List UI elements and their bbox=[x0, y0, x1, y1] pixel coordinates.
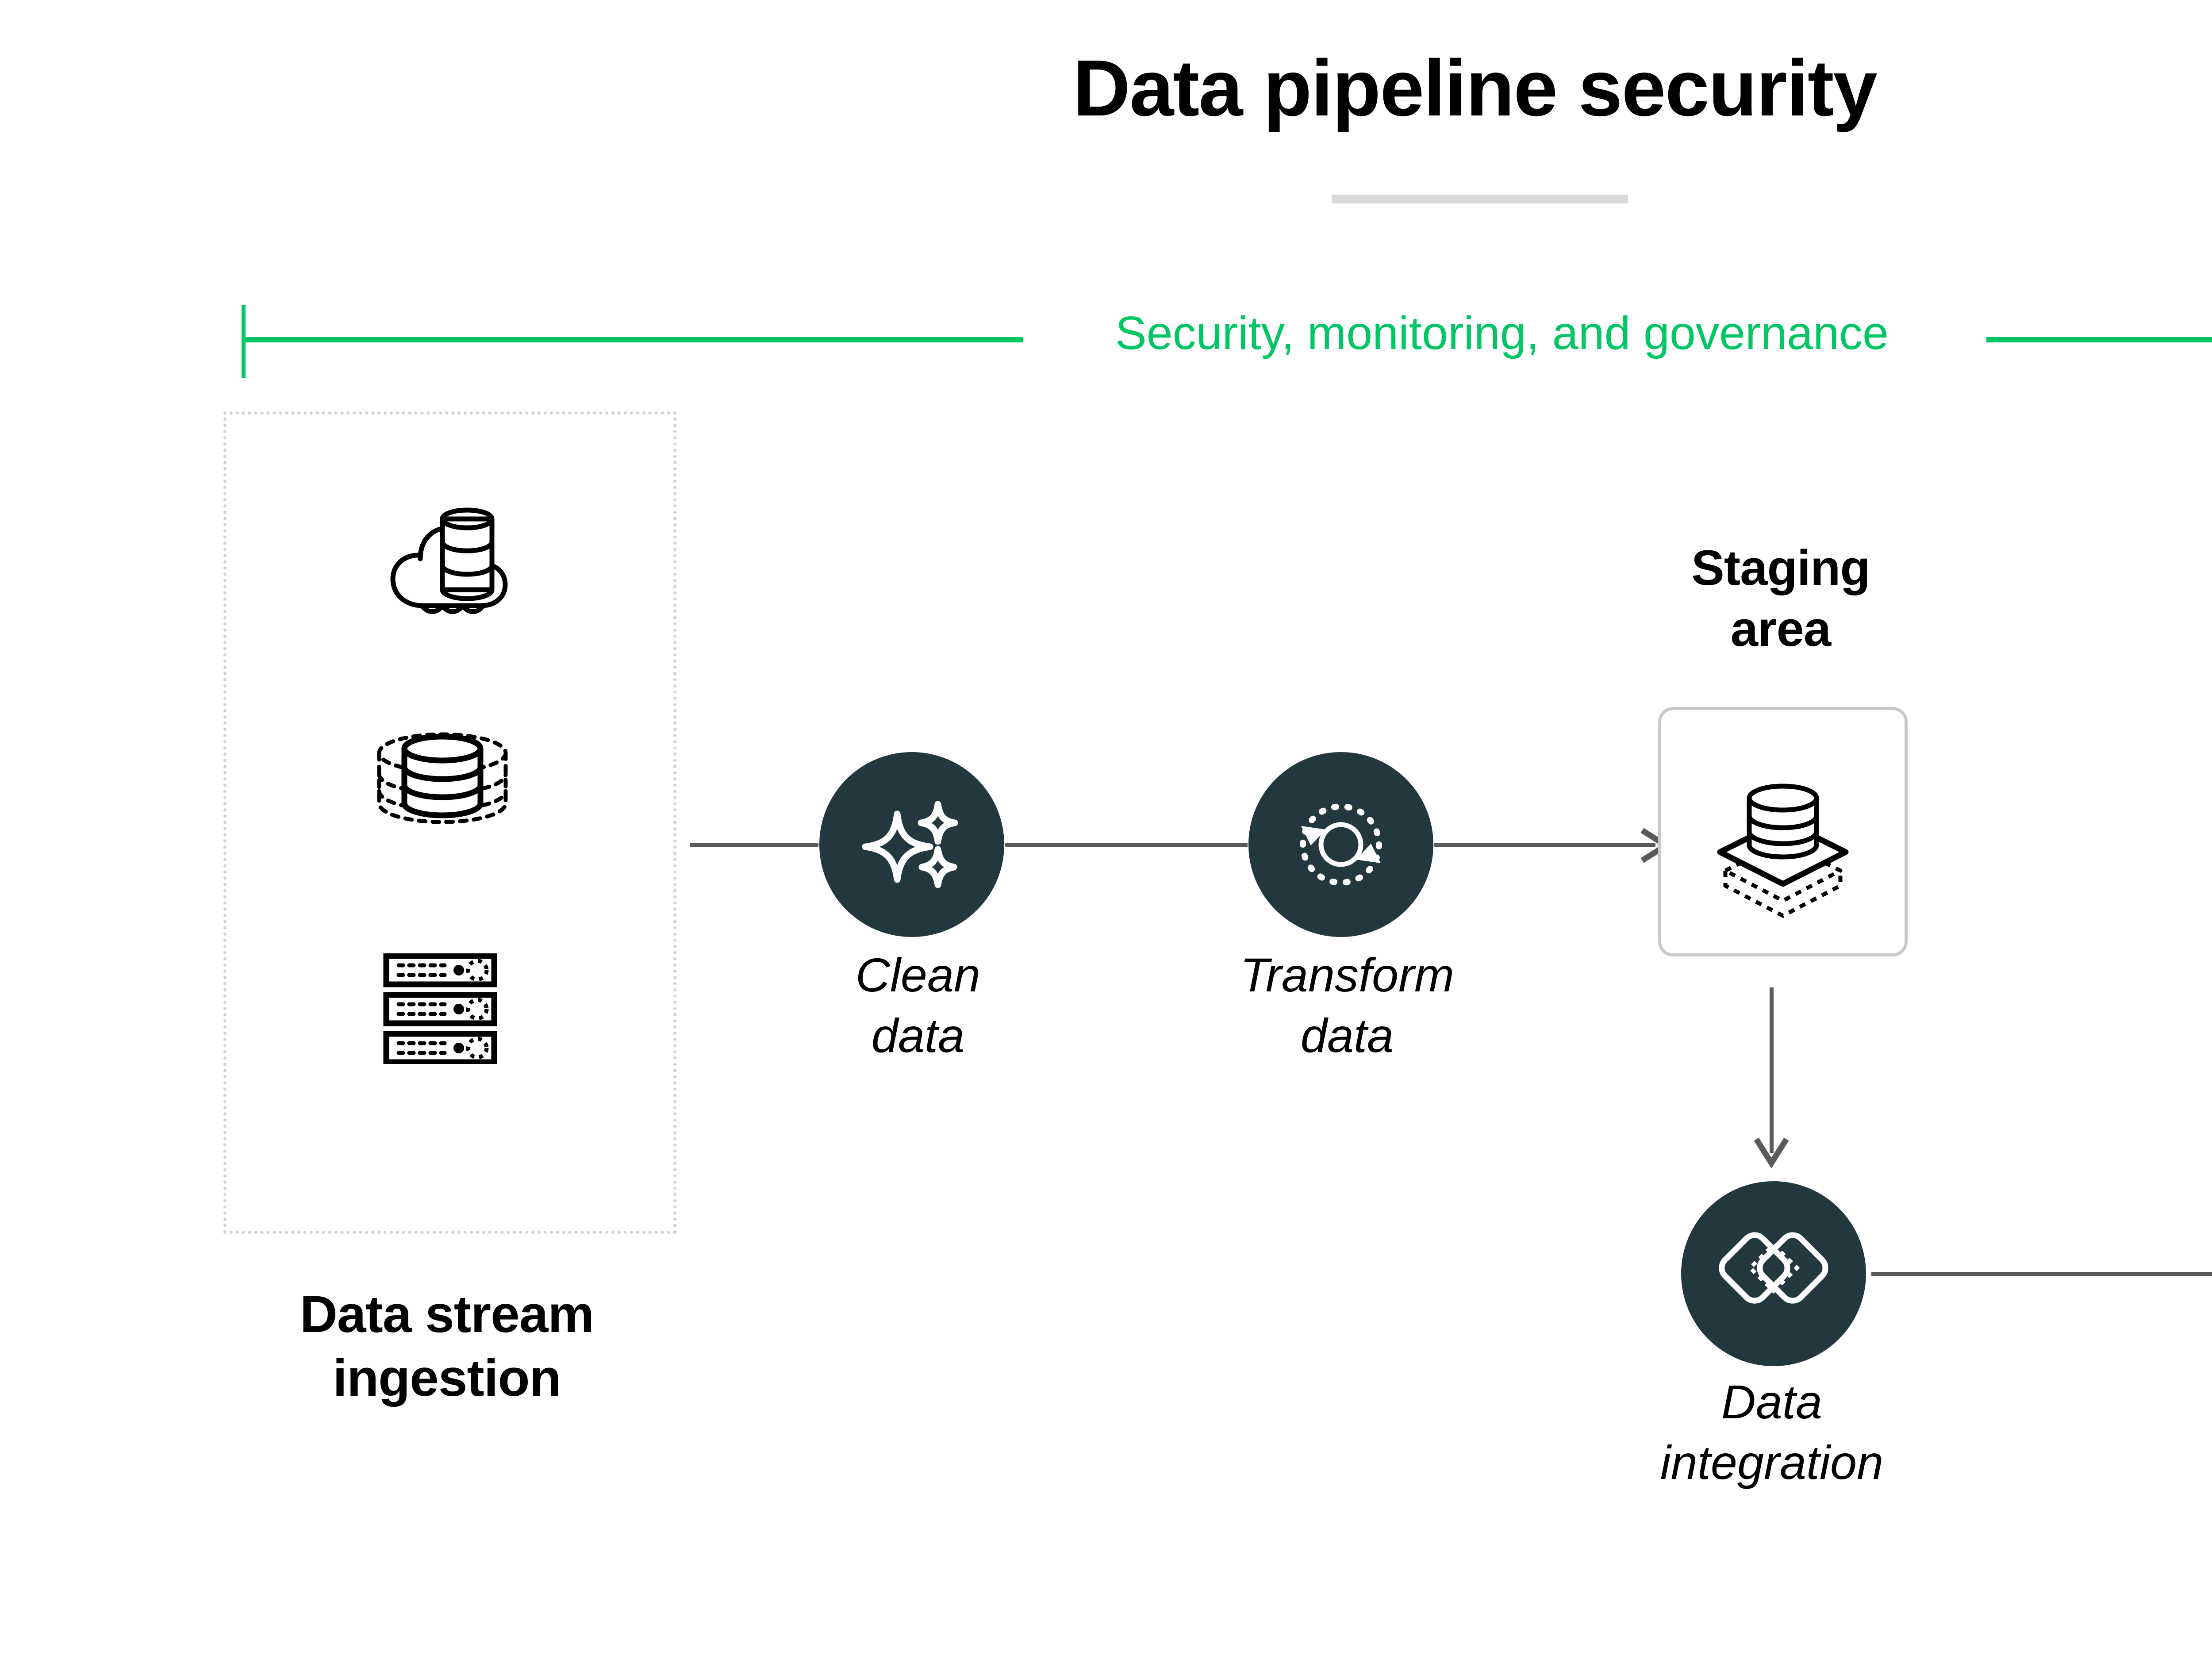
refresh-cycle-icon bbox=[1300, 803, 1382, 886]
arrow-staging-to-integration bbox=[1754, 987, 1789, 1169]
arrow-integration-to-storage bbox=[1871, 1272, 2212, 1276]
clean-data-node[interactable] bbox=[819, 752, 1004, 937]
clean-data-label: Clean data bbox=[664, 945, 1172, 1066]
ingestion-label-line1: Data stream bbox=[300, 1285, 595, 1344]
sparkles-icon bbox=[862, 801, 958, 888]
governance-bracket-right-line bbox=[1986, 337, 2212, 342]
server-rack-icon bbox=[383, 953, 497, 1064]
replicated-database-icon bbox=[377, 732, 508, 824]
data-integration-label: Data integration bbox=[1517, 1371, 2026, 1493]
governance-label: Security, monitoring, and governance bbox=[1115, 307, 1889, 359]
staging-area-panel[interactable] bbox=[1658, 707, 1908, 956]
arrow-ingestion-to-clean bbox=[690, 843, 818, 847]
transform-data-node[interactable] bbox=[1248, 752, 1433, 937]
clean-label-line1: Clean bbox=[855, 948, 981, 1002]
governance-bracket-left-line bbox=[244, 337, 1023, 342]
governance-bracket-left-cap bbox=[242, 305, 246, 378]
data-stream-ingestion-container bbox=[223, 411, 676, 1234]
page-title: Data pipeline security bbox=[1073, 44, 1878, 133]
transform-data-label: Transform data bbox=[1093, 945, 1601, 1066]
transform-label-line1: Transform bbox=[1240, 948, 1455, 1002]
integration-label-line2: integration bbox=[1660, 1436, 1884, 1490]
cloud-database-icon bbox=[390, 507, 508, 614]
transform-label-line2: data bbox=[1300, 1009, 1394, 1063]
ingestion-label-line2: ingestion bbox=[333, 1348, 561, 1407]
data-integration-node[interactable] bbox=[1681, 1181, 1866, 1366]
overlapping-diamonds-icon bbox=[1719, 1232, 1828, 1304]
arrow-clean-to-transform bbox=[1005, 843, 1248, 847]
integration-label-line1: Data bbox=[1721, 1375, 1823, 1429]
clean-label-line2: data bbox=[871, 1009, 965, 1063]
database-layers-icon bbox=[1717, 783, 1849, 918]
staging-header-line1: Staging bbox=[1691, 540, 1870, 595]
staging-header-line2: area bbox=[1730, 601, 1831, 657]
title-divider bbox=[1332, 195, 1628, 204]
staging-area-header: Staging area bbox=[1526, 538, 2035, 660]
data-stream-ingestion-label: Data stream ingestion bbox=[181, 1283, 712, 1410]
arrow-transform-to-staging bbox=[1434, 828, 1672, 863]
